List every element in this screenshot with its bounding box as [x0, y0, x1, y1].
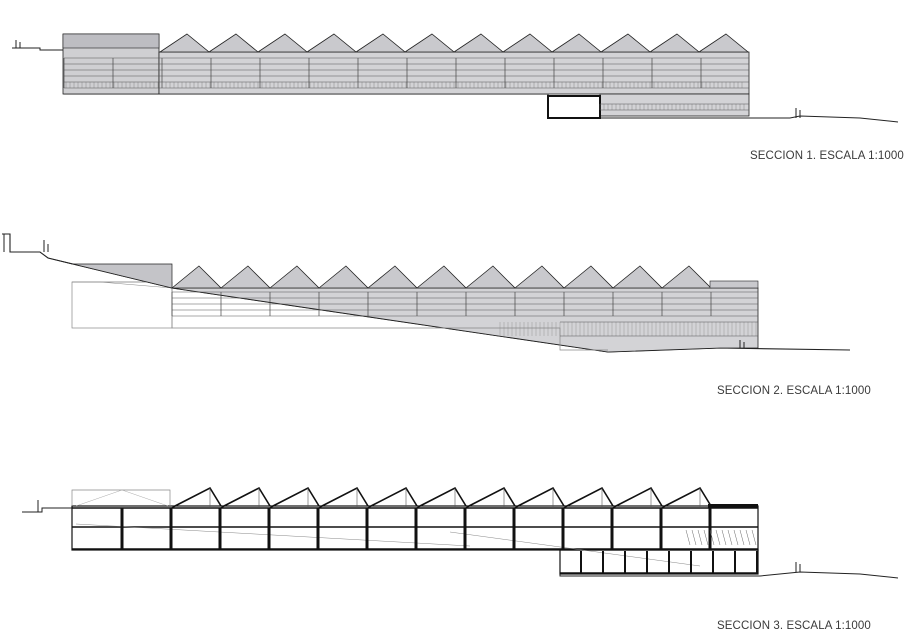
roof-tooth: [403, 33, 456, 53]
section-3-columns: [120, 508, 758, 573]
section-3-building-shell: [71, 505, 759, 551]
section-2-sawtooth-roof: [170, 265, 759, 289]
section-3-lower-volume: [559, 549, 759, 575]
column: [734, 551, 736, 573]
roof-truss: [612, 486, 663, 509]
section-3-sawtooth-roof: [171, 486, 712, 509]
column: [624, 551, 626, 573]
roof-truss: [416, 486, 467, 509]
roof-tooth: [170, 265, 222, 289]
section-2-caption: SECCION 2. ESCALA 1:1000: [717, 385, 871, 397]
roof-truss: [661, 486, 712, 509]
column: [414, 508, 418, 549]
section-1-window-bands: [63, 57, 749, 111]
column: [218, 508, 222, 549]
roof-truss: [220, 486, 271, 509]
section-2-upper-block: [47, 257, 173, 289]
section-2-elevation: [2, 233, 851, 353]
column: [512, 508, 516, 549]
section-1-caption: SECCION 1. ESCALA 1:1000: [750, 150, 904, 162]
column: [610, 508, 614, 549]
roof-tooth: [256, 33, 309, 53]
column: [756, 551, 758, 573]
roof-tooth: [158, 33, 211, 53]
section-2-main-facade: [171, 287, 759, 353]
roof-truss: [367, 486, 418, 509]
column: [646, 551, 648, 573]
section-3-ground-line: [22, 507, 899, 579]
roof-tooth: [648, 33, 701, 53]
column: [668, 551, 670, 573]
section-1-elevation: [12, 33, 899, 123]
column: [708, 508, 712, 549]
section-1-lower-volume: [599, 93, 750, 117]
column: [659, 508, 663, 549]
column: [120, 508, 124, 549]
section-2-ghost-block: [71, 281, 173, 329]
column: [316, 508, 320, 549]
column: [267, 508, 271, 549]
roof-tooth: [464, 265, 516, 289]
column: [463, 508, 467, 549]
roof-truss: [514, 486, 565, 509]
roof-tooth: [268, 265, 320, 289]
roof-tooth: [501, 33, 554, 53]
roof-tooth: [562, 265, 614, 289]
roof-tooth: [207, 33, 260, 53]
section-3-cross-section: [22, 486, 899, 579]
roof-tooth: [219, 265, 271, 289]
roof-tooth: [660, 265, 712, 289]
section-1-cantilever-box: [547, 95, 601, 119]
column: [169, 508, 173, 549]
roof-truss: [318, 486, 369, 509]
column: [365, 508, 369, 549]
column: [712, 551, 714, 573]
roof-tooth: [305, 33, 358, 53]
roof-tooth: [513, 265, 565, 289]
roof-truss: [269, 486, 320, 509]
roof-tooth: [550, 33, 603, 53]
roof-tooth: [599, 33, 652, 53]
roof-truss: [465, 486, 516, 509]
section-1-sawtooth-roof: [158, 33, 750, 53]
column: [602, 551, 604, 573]
roof-tooth: [611, 265, 663, 289]
roof-truss: [563, 486, 614, 509]
roof-truss: [171, 486, 222, 509]
roof-tooth: [415, 265, 467, 289]
column: [561, 508, 565, 549]
roof-tooth: [354, 33, 407, 53]
section-3-caption: SECCION 3. ESCALA 1:1000: [717, 620, 871, 632]
roof-tooth: [697, 33, 750, 53]
column: [580, 551, 582, 573]
roof-tooth: [317, 265, 369, 289]
roof-tooth: [452, 33, 505, 53]
roof-tooth: [366, 265, 418, 289]
section-2-window-bands: [171, 291, 758, 337]
column: [690, 551, 692, 573]
